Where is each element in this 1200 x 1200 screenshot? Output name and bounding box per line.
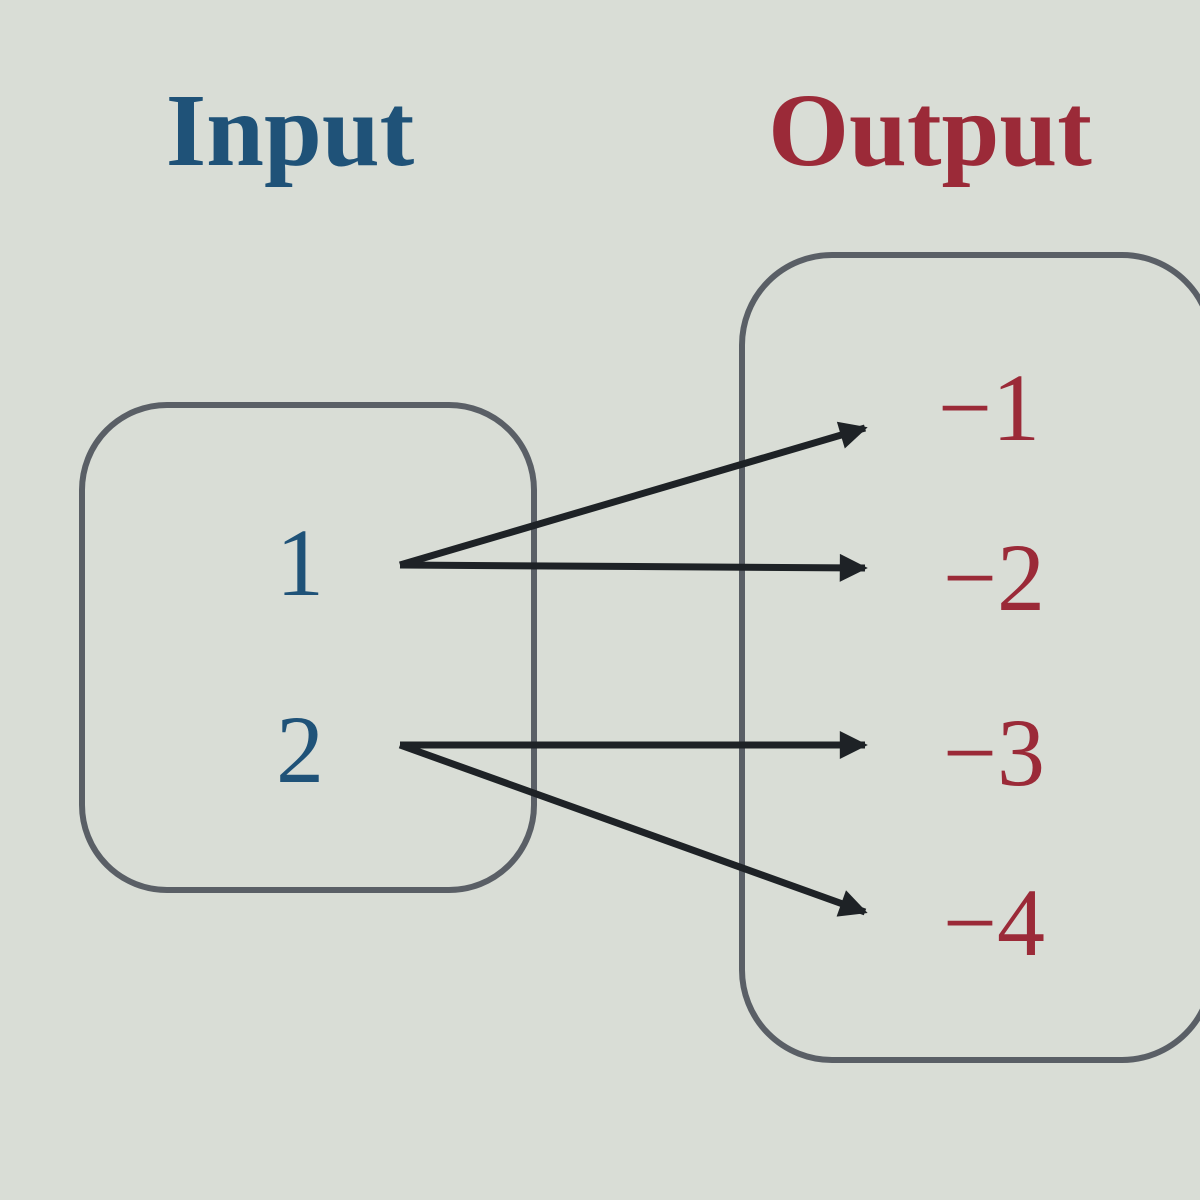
mapping-arrow (398, 741, 868, 917)
output-value: −4 (943, 869, 1045, 976)
output-value: −3 (943, 699, 1045, 806)
input-value: 1 (276, 509, 324, 616)
mapping-arrow (399, 421, 868, 569)
mapping-arrow (399, 553, 868, 582)
output-value: −1 (938, 354, 1040, 461)
output-title: Output (768, 73, 1092, 188)
output-value: −2 (943, 524, 1045, 631)
output-set-box (739, 252, 1200, 1063)
input-title: Input (166, 73, 415, 188)
arrows (398, 421, 868, 917)
input-value: 2 (276, 696, 324, 803)
input-set-box (79, 402, 537, 893)
